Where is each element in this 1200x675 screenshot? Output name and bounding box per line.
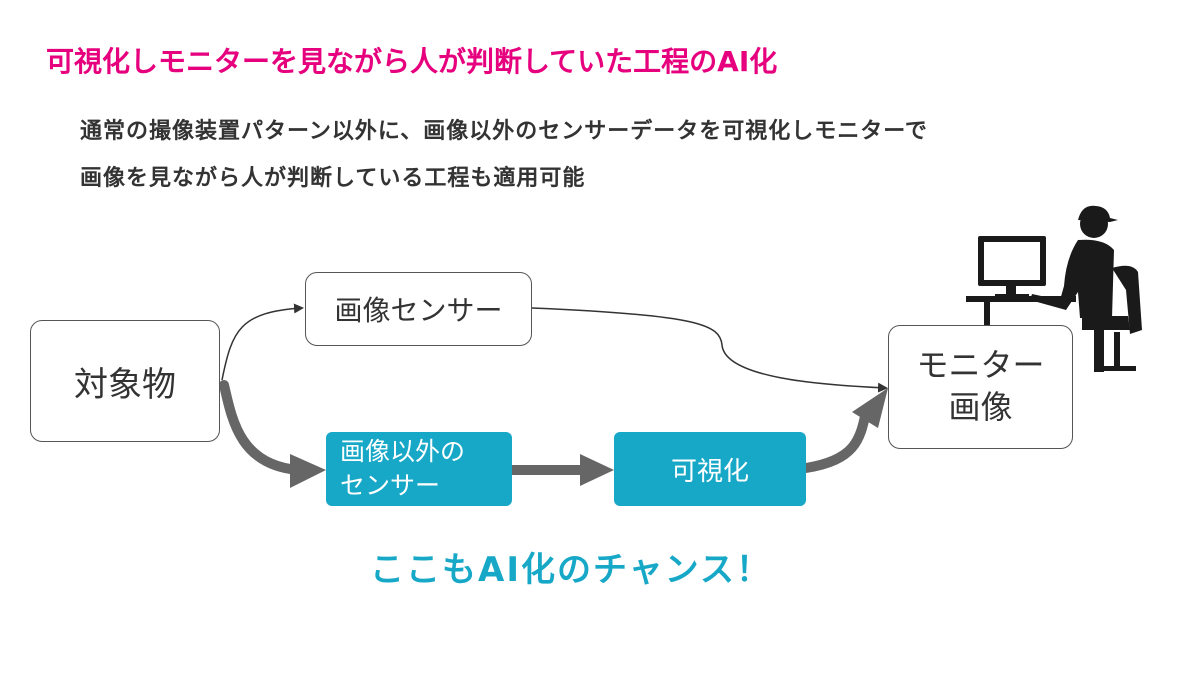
image-sensor-node: 画像センサー — [305, 272, 532, 346]
visualize-node: 可視化 — [614, 432, 806, 506]
person-at-computer-icon — [966, 205, 1142, 372]
monitor-image-node: モニター 画像 — [888, 325, 1073, 449]
monitor-label-2: 画像 — [948, 388, 1013, 426]
arrow-object-to-image-sensor — [221, 303, 304, 381]
arrowhead-other-sensor — [290, 454, 326, 488]
page-title: 可視化しモニターを見ながら人が判断していた工程のAI化 — [46, 45, 778, 78]
other-sensor-label-2: センサー — [340, 471, 441, 500]
object-node: 対象物 — [30, 320, 220, 442]
other-sensor-node: 画像以外の センサー — [326, 432, 512, 506]
arrow-visualize-to-monitor — [801, 407, 871, 473]
arrowhead-monitor — [852, 388, 888, 428]
other-sensor-label-1: 画像以外の — [340, 437, 466, 467]
arrow-object-to-other-sensor — [219, 380, 303, 475]
monitor-label-1: モニター — [916, 346, 1045, 385]
description-line-1: 通常の撮像装置パターン以外に、画像以外のセンサーデータを可視化しモニターで — [80, 119, 928, 144]
description-line-2: 画像を見ながら人が判断している工程も適用可能 — [80, 166, 586, 191]
ai-chance-callout: ここもAI化のチャンス！ — [370, 550, 772, 590]
arrow-image-sensor-to-monitor — [531, 307, 888, 393]
arrowhead-visualize — [580, 454, 614, 486]
